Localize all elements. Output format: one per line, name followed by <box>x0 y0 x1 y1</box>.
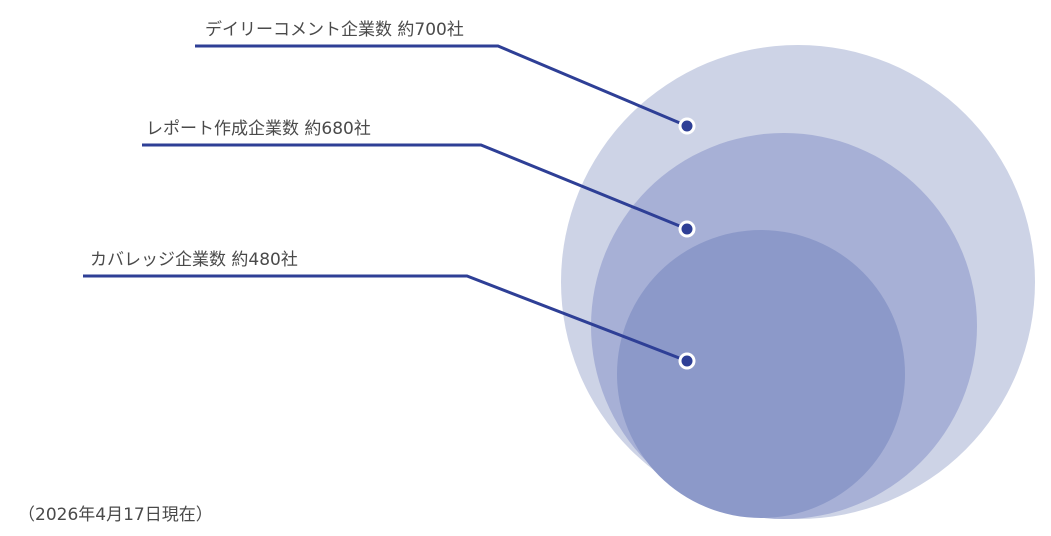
marker-dot-daily-comment <box>678 117 696 135</box>
label-report: レポート作成企業数 約680社 <box>146 119 371 139</box>
marker-dot-coverage <box>678 352 696 370</box>
label-daily-comment: デイリーコメント企業数 約700社 <box>205 20 464 40</box>
circle-coverage <box>617 230 905 518</box>
date-note: （2026年4月17日現在） <box>18 505 213 525</box>
label-coverage: カバレッジ企業数 約480社 <box>90 250 298 270</box>
leader-line-daily-comment <box>195 44 688 128</box>
marker-dot-report <box>678 220 696 238</box>
leader-line-report <box>142 143 688 231</box>
leader-line-coverage <box>83 274 688 363</box>
